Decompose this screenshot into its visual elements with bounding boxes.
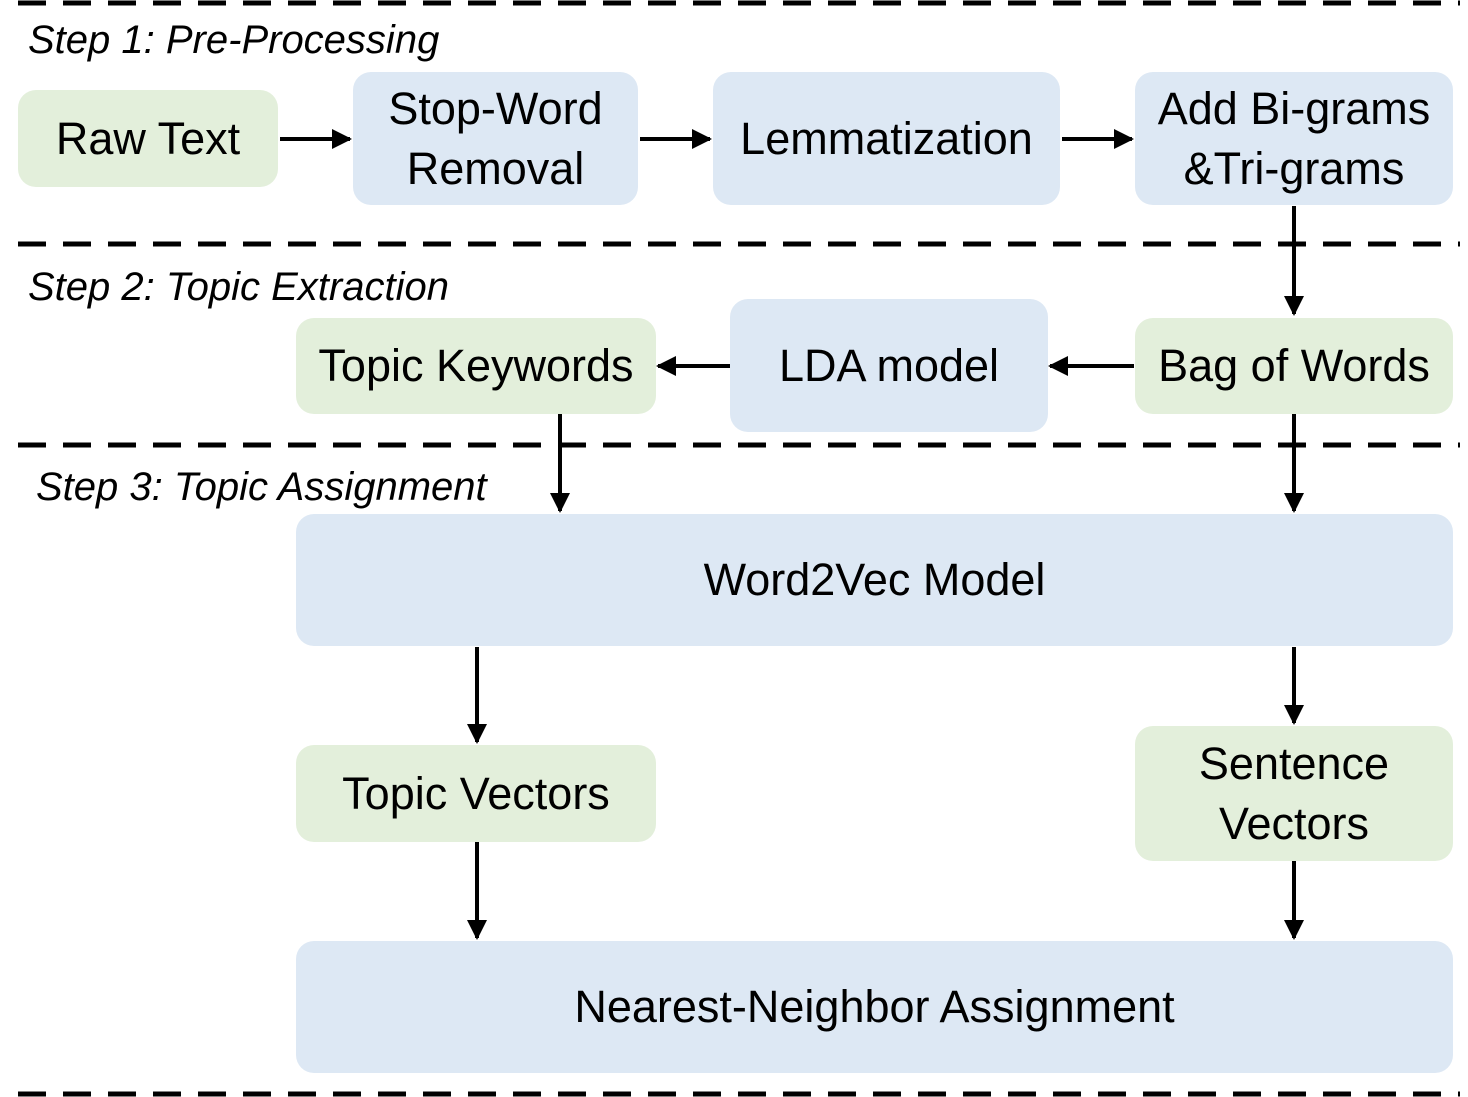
sentence-vectors-label: Sentence Vectors [1198, 737, 1390, 849]
lemmatization-node: Lemmatization [713, 72, 1060, 205]
bag-of-words-label: Bag of Words [1158, 340, 1430, 391]
stop-word-removal-node: Stop-Word Removal [353, 72, 638, 205]
lemmatization-label: Lemmatization [740, 112, 1033, 164]
nearest-neighbor-node: Nearest-Neighbor Assignment [296, 941, 1453, 1073]
bag-of-words-node: Bag of Words [1135, 318, 1453, 414]
topic-vectors-label: Topic Vectors [342, 767, 610, 819]
nearest-neighbor-label: Nearest-Neighbor Assignment [574, 981, 1175, 1032]
add-ngrams-node: Add Bi-grams &Tri-grams [1135, 72, 1453, 205]
lda-model-label: LDA model [778, 339, 1000, 391]
lda-model-node: LDA model [730, 299, 1048, 432]
word2vec-model-label: Word2Vec Model [703, 554, 1046, 605]
raw-text-label: Raw Text [55, 112, 241, 164]
topic-vectors-node: Topic Vectors [296, 745, 656, 842]
topic-keywords-node: Topic Keywords [296, 318, 656, 414]
raw-text-node: Raw Text [18, 90, 278, 187]
step1-label: Step 1: Pre-Processing [28, 18, 440, 62]
sentence-vectors-node: Sentence Vectors [1135, 726, 1453, 861]
add-ngrams-label: Add Bi-grams &Tri-grams [1157, 82, 1431, 194]
stop-word-removal-label: Stop-Word Removal [388, 82, 603, 194]
topic-keywords-label: Topic Keywords [318, 340, 634, 391]
word2vec-model-node: Word2Vec Model [296, 514, 1453, 646]
step2-label: Step 2: Topic Extraction [28, 265, 449, 309]
step3-label: Step 3: Topic Assignment [36, 465, 487, 509]
